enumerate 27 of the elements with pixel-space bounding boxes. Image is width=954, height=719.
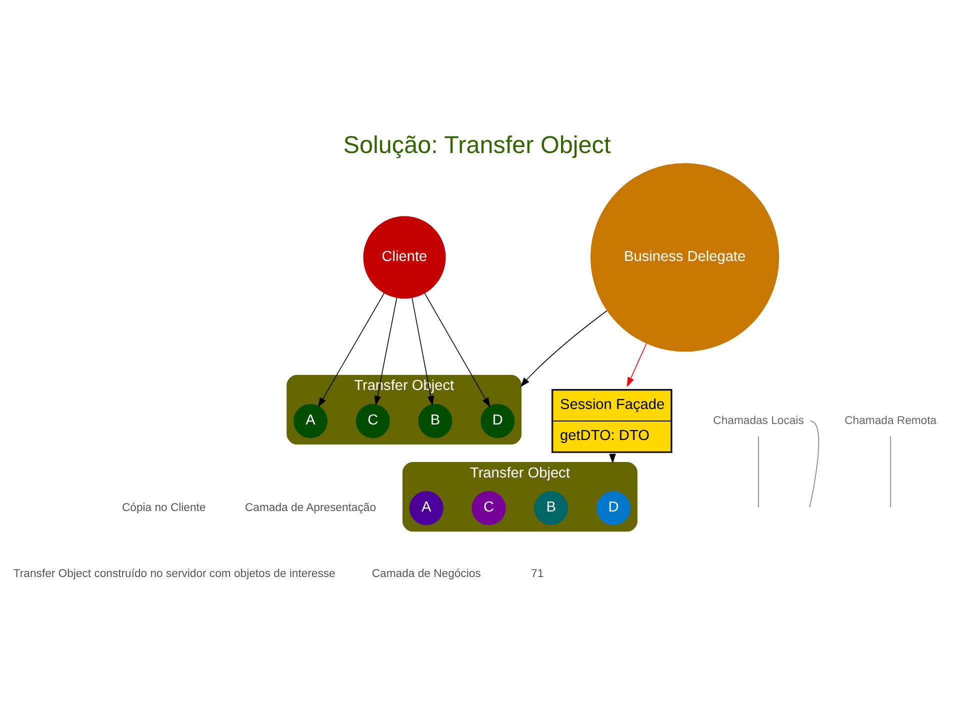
node-circle: C bbox=[356, 404, 390, 438]
node-text: Chamada Remota bbox=[844, 415, 937, 428]
label: Camada de Negócios bbox=[372, 568, 481, 580]
label: Transfer Object construído no servidor com objetos de interesse bbox=[13, 568, 336, 580]
connector bbox=[809, 420, 820, 508]
node-circle: A bbox=[293, 404, 328, 438]
node-text: Chamadas Locais bbox=[713, 415, 804, 428]
arrow bbox=[374, 297, 398, 406]
node-circle: D bbox=[480, 404, 515, 438]
arrow bbox=[318, 292, 385, 408]
label: Camada de Apresentação bbox=[245, 502, 376, 514]
arrow bbox=[412, 297, 434, 406]
arrow bbox=[520, 310, 608, 388]
connector bbox=[890, 436, 891, 508]
label: 71 bbox=[531, 568, 544, 580]
node-circle: B bbox=[418, 404, 452, 438]
node-circle: Business Delegate bbox=[590, 163, 780, 352]
node-circle: A bbox=[409, 491, 444, 526]
diagram-title: Solução: Transfer Object bbox=[343, 132, 611, 159]
label: Cópia no Cliente bbox=[122, 502, 206, 514]
node-circle: Cliente bbox=[363, 216, 446, 299]
arrow bbox=[424, 292, 490, 408]
connector bbox=[758, 436, 759, 508]
node-circle: C bbox=[472, 491, 506, 526]
arrow bbox=[626, 342, 647, 388]
node-circle: B bbox=[534, 491, 568, 526]
node-circle: D bbox=[596, 491, 631, 526]
